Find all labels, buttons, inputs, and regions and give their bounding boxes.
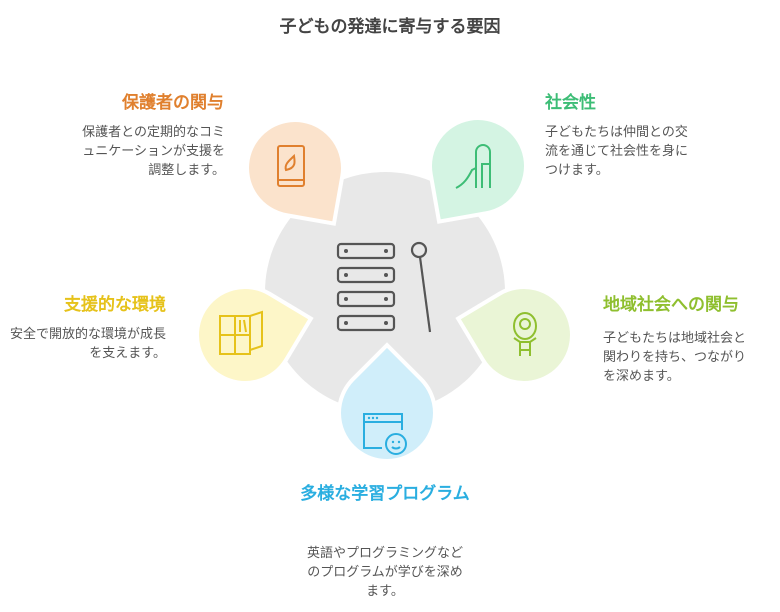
abacus-icon <box>336 241 432 333</box>
social-desc: 子どもたちは仲間との交流を通じて社会性を身につけます。 <box>545 125 689 178</box>
community-heading: 地域社会への関与 <box>603 295 739 315</box>
environment-heading: 支援的な環境 <box>64 295 166 315</box>
slide-icon <box>455 144 491 189</box>
environment-desc: 安全で開放的な環境が成長を支えます。 <box>10 327 167 361</box>
shelf-icon <box>219 310 263 355</box>
learning-heading: 多様な学習プログラム <box>300 484 470 504</box>
browser-child-icon <box>363 413 407 455</box>
parent-desc: 保護者との定期的なコミュニケーションが支援を調整します。 <box>82 125 225 178</box>
community-desc: 子どもたちは地域社会と関わりを持ち、つながりを深めます。 <box>603 331 747 384</box>
parent-heading: 保護者の関与 <box>122 93 224 113</box>
jump-rope-icon <box>513 312 537 356</box>
page-title: 子どもの発達に寄与する要因 <box>279 17 501 37</box>
book-icon <box>277 145 305 187</box>
social-heading: 社会性 <box>545 93 596 113</box>
learning-desc: 英語やプログラミングなどのプログラムが学びを深めます。 <box>306 546 463 599</box>
